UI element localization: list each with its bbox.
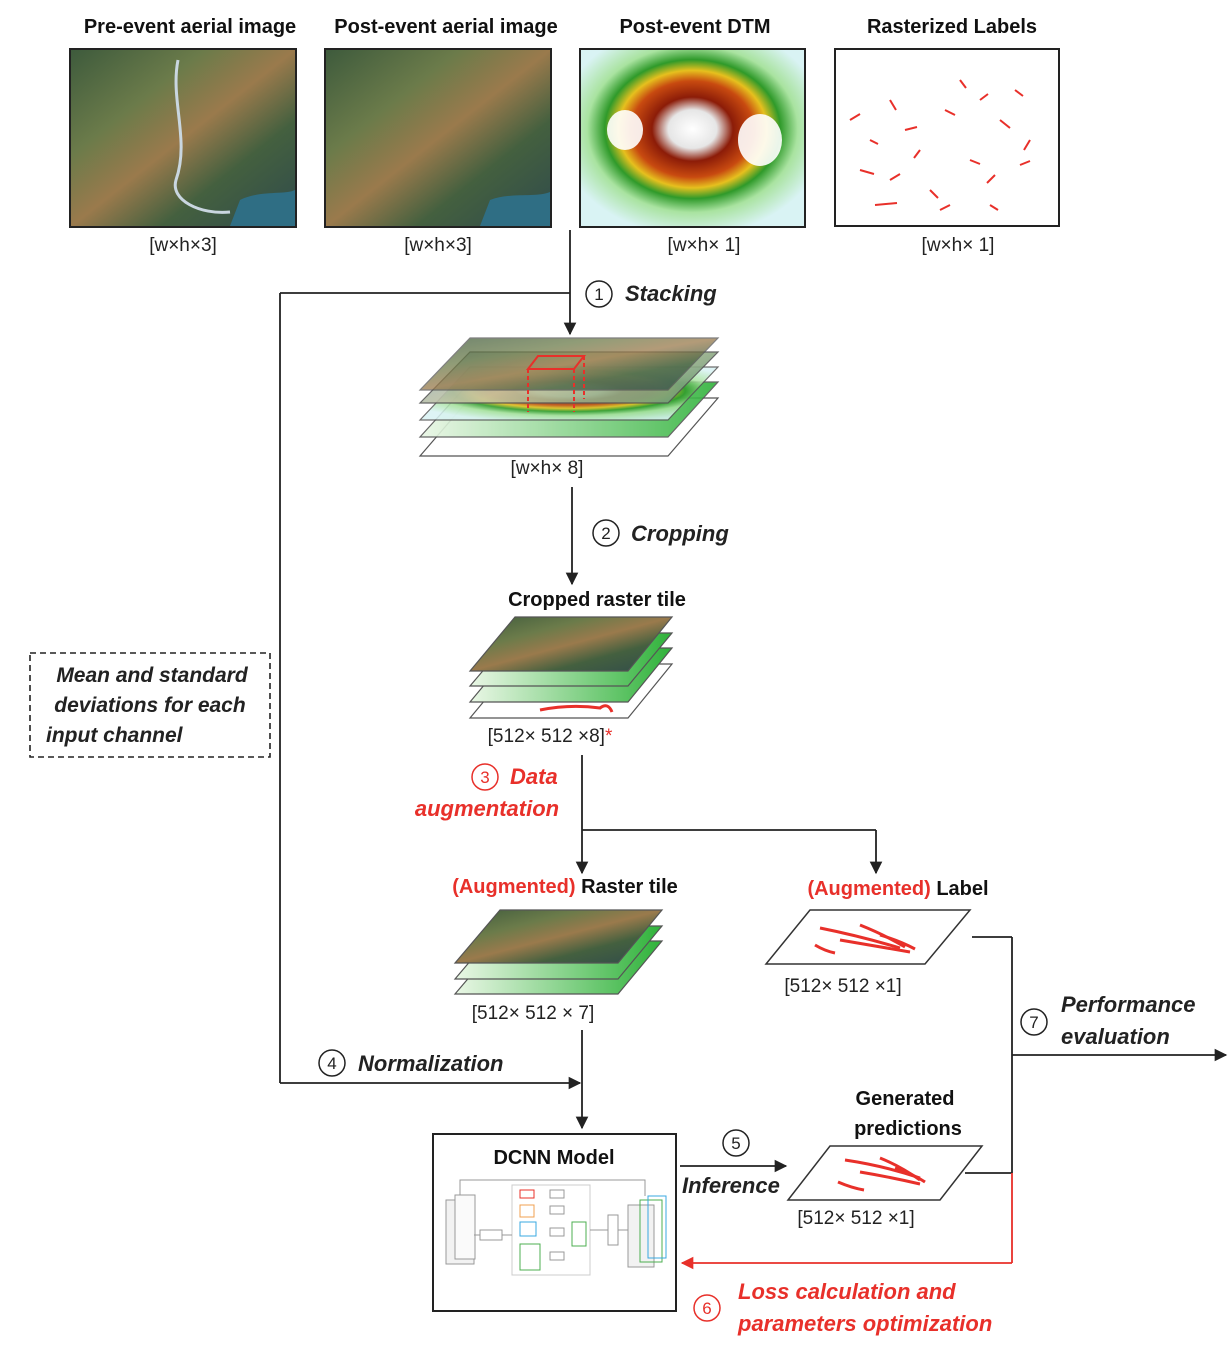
input-title: Post-event aerial image — [334, 16, 557, 38]
aug-raster-stack — [453, 909, 664, 995]
step-number: 5 — [731, 1134, 740, 1153]
predictions-tile — [786, 1145, 984, 1201]
step-number-circle — [592, 519, 620, 547]
input-title: Post-event DTM — [619, 16, 770, 38]
stacked-layers — [418, 337, 720, 457]
step-4: 4 Normalization — [318, 1049, 503, 1077]
input-dims: [w×h× 1] — [922, 235, 995, 256]
predictions-title-line2: predictions — [854, 1118, 962, 1140]
input-dims: [w×h×3] — [404, 235, 472, 256]
aug-label-title-line: (Augmented) Label — [807, 878, 988, 900]
crop-box-icon — [525, 355, 587, 412]
step-label: Stacking — [625, 281, 717, 306]
input-labels: Rasterized Labels [w×h× 1] — [834, 16, 1060, 256]
sea-patch — [230, 190, 295, 226]
step-5: 5 Inference — [682, 1129, 780, 1198]
cropped-tile-stack — [468, 616, 674, 719]
input-dtm: Post-event DTM [w×h× 1] — [579, 16, 806, 256]
step-number: 7 — [1029, 1013, 1038, 1032]
aug-raster-title-line: (Augmented) Raster tile — [452, 876, 678, 898]
predictions-dims: [512× 512 ×1] — [797, 1208, 914, 1229]
aug-raster-dims: [512× 512 × 7] — [472, 1003, 595, 1024]
aug-prefix: (Augmented) — [807, 878, 930, 900]
note-line2: deviations for each — [54, 694, 245, 717]
stack-dims: [w×h× 8] — [511, 458, 584, 479]
dtm-peak — [738, 114, 782, 166]
label-marks — [849, 79, 1031, 211]
rasterized-labels-image — [834, 48, 1060, 227]
aug-label-tile — [764, 909, 972, 965]
cropped-dims-line: [512× 512 ×8]* — [488, 726, 613, 747]
note-border — [29, 652, 271, 758]
aug-raster-title: Raster tile — [576, 876, 678, 898]
step-label: Inference — [682, 1173, 780, 1198]
step-label-line1: Loss calculation and — [738, 1279, 956, 1304]
step-number-circle — [722, 1129, 750, 1157]
aug-prefix: (Augmented) — [452, 876, 575, 898]
step-label: Cropping — [631, 521, 729, 546]
step-1: 1 Stacking — [585, 280, 717, 308]
input-title: Pre-event aerial image — [84, 16, 296, 38]
step-label-line1: Performance — [1061, 992, 1196, 1017]
cropped-title: Cropped raster tile — [508, 589, 686, 611]
step-number: 4 — [327, 1054, 336, 1073]
note-line3: input channel — [46, 724, 184, 747]
step-3: 3 Data augmentation — [415, 763, 559, 821]
step-label-line2: evaluation — [1061, 1024, 1170, 1049]
step-label: Normalization — [358, 1051, 503, 1076]
step-6: 6 Loss calculation and parameters optimi… — [693, 1279, 992, 1336]
step-number-circle — [1020, 1008, 1048, 1036]
aug-label-title: Label — [931, 878, 989, 900]
step-number: 2 — [601, 524, 610, 543]
step-label-line2: parameters optimization — [737, 1311, 992, 1336]
model-architecture-icon — [445, 1179, 667, 1276]
step-number-circle — [585, 280, 613, 308]
cropped-asterisk: * — [605, 726, 613, 747]
input-title: Rasterized Labels — [867, 16, 1037, 38]
dtm-peak — [607, 110, 643, 150]
aug-label-dims: [512× 512 ×1] — [784, 976, 901, 997]
step-number-circle — [318, 1049, 346, 1077]
step-7: 7 Performance evaluation — [1020, 992, 1196, 1049]
step-label-line2: augmentation — [415, 796, 559, 821]
step-number-circle — [471, 763, 499, 791]
input-post-event: Post-event aerial image [w×h×3] — [324, 16, 558, 256]
step-number: 3 — [480, 768, 489, 787]
step-2: 2 Cropping — [592, 519, 729, 547]
river-path — [173, 59, 231, 214]
dcnn-model-box: DCNN Model — [432, 1133, 677, 1312]
cropped-dims: [512× 512 ×8] — [488, 726, 605, 747]
step-number-circle — [693, 1294, 721, 1322]
input-dims: [w×h×3] — [149, 235, 217, 256]
step-number: 6 — [702, 1299, 711, 1318]
predictions-title-line1: Generated — [856, 1088, 955, 1110]
input-dims: [w×h× 1] — [668, 235, 741, 256]
step-label-line1: Data — [510, 764, 558, 789]
step-number: 1 — [594, 285, 603, 304]
note-box: Mean and standard deviations for each in… — [29, 652, 271, 758]
input-pre-event: Pre-event aerial image [w×h×3] — [69, 16, 297, 256]
sea-patch — [480, 192, 550, 226]
note-line1: Mean and standard — [56, 664, 249, 687]
model-title: DCNN Model — [493, 1147, 614, 1169]
